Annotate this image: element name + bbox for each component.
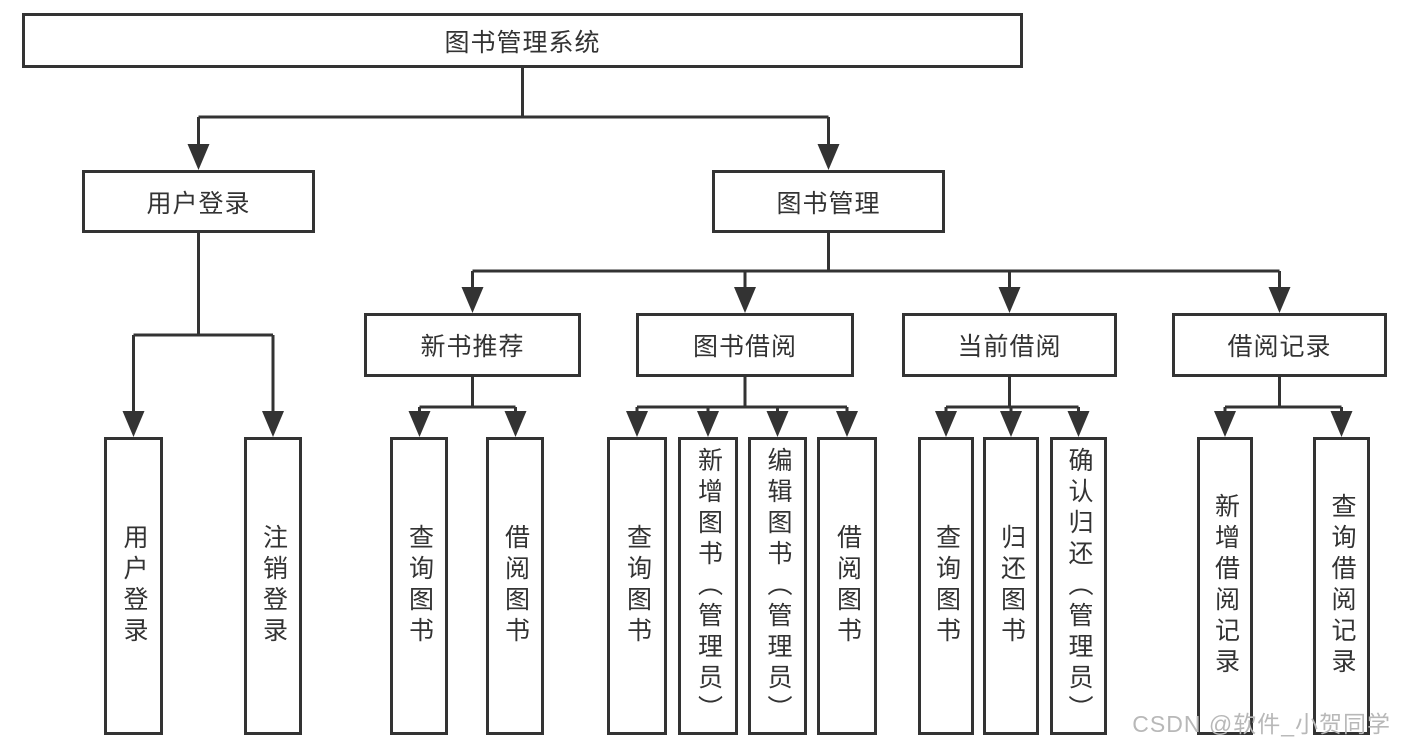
leaf-query-borrow-record-label: 查询借阅记录 bbox=[1328, 493, 1356, 679]
leaf-borrow-books-recommend: 借阅图书 bbox=[486, 437, 544, 735]
leaf-return-book-label: 归还图书 bbox=[997, 524, 1026, 648]
node-user-login: 用户登录 bbox=[82, 170, 315, 233]
leaf-borrow-books-borrowing: 借阅图书 bbox=[817, 437, 877, 735]
node-book-management-label: 图书管理 bbox=[776, 189, 881, 218]
leaf-add-book-admin: 新增图书（管理员） bbox=[678, 437, 738, 735]
leaf-borrow-books-recommend-label: 借阅图书 bbox=[501, 524, 530, 648]
node-book-management: 图书管理 bbox=[712, 170, 945, 233]
leaf-edit-book-admin-label: 编辑图书（管理员） bbox=[764, 446, 792, 726]
leaf-query-books-recommend-label: 查询图书 bbox=[405, 524, 434, 648]
leaf-add-borrow-record: 新增借阅记录 bbox=[1197, 437, 1253, 735]
leaf-query-borrow-record: 查询借阅记录 bbox=[1313, 437, 1370, 735]
node-book-borrowing: 图书借阅 bbox=[636, 313, 854, 377]
leaf-logout-label: 注销登录 bbox=[259, 524, 288, 648]
node-new-book-recommend-label: 新书推荐 bbox=[420, 333, 525, 361]
leaf-user-login-label: 用户登录 bbox=[120, 524, 148, 648]
leaf-add-book-admin-label: 新增图书（管理员） bbox=[694, 446, 723, 726]
leaf-return-book: 归还图书 bbox=[983, 437, 1039, 735]
node-borrowing-records: 借阅记录 bbox=[1172, 313, 1387, 377]
leaf-confirm-return-admin: 确认归还（管理员） bbox=[1050, 437, 1107, 735]
node-book-borrowing-label: 图书借阅 bbox=[692, 333, 797, 361]
leaf-query-books-recommend: 查询图书 bbox=[390, 437, 448, 735]
node-current-borrowing-label: 当前借阅 bbox=[957, 333, 1062, 361]
node-root: 图书管理系统 bbox=[22, 13, 1023, 68]
leaf-edit-book-admin: 编辑图书（管理员） bbox=[748, 437, 807, 735]
leaf-borrow-books-borrowing-label: 借阅图书 bbox=[833, 524, 862, 648]
leaf-query-books-borrowing-label: 查询图书 bbox=[623, 524, 652, 648]
leaf-confirm-return-admin-label: 确认归还（管理员） bbox=[1065, 446, 1093, 726]
node-root-label: 图书管理系统 bbox=[444, 28, 601, 57]
leaf-query-books-borrowing: 查询图书 bbox=[607, 437, 667, 735]
leaf-logout: 注销登录 bbox=[244, 437, 302, 735]
node-borrowing-records-label: 借阅记录 bbox=[1227, 333, 1332, 361]
leaf-user-login: 用户登录 bbox=[104, 437, 163, 735]
node-new-book-recommend: 新书推荐 bbox=[364, 313, 581, 377]
leaf-query-books-current: 查询图书 bbox=[918, 437, 974, 735]
leaf-add-borrow-record-label: 新增借阅记录 bbox=[1211, 493, 1240, 679]
watermark-text: CSDN @软件_小贺同学 bbox=[1132, 711, 1391, 737]
node-user-login-label: 用户登录 bbox=[146, 189, 251, 218]
node-current-borrowing: 当前借阅 bbox=[902, 313, 1117, 377]
leaf-query-books-current-label: 查询图书 bbox=[932, 524, 961, 648]
